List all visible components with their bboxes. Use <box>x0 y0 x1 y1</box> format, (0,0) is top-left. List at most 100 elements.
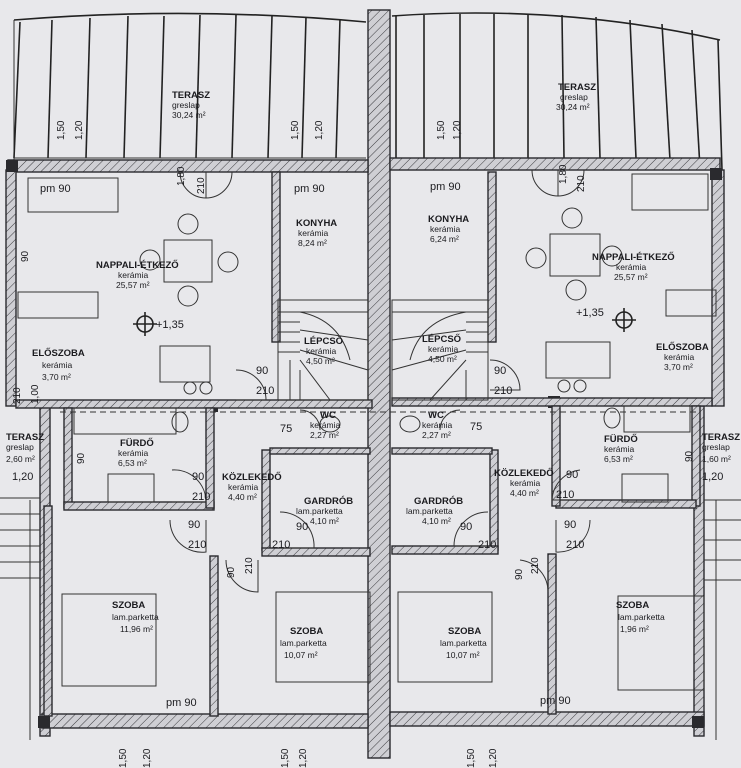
svg-text:kerámia: kerámia <box>616 262 647 272</box>
svg-text:210: 210 <box>556 489 574 501</box>
svg-text:30,24 m²: 30,24 m² <box>172 110 206 120</box>
svg-text:SZOBA: SZOBA <box>290 626 323 637</box>
left-hall-label: ELŐSZOBA kerámia 3,70 m² <box>32 347 85 382</box>
left-kitchen-label: KONYHA kerámia 8,24 m² <box>296 218 337 248</box>
svg-text:kerámia: kerámia <box>422 420 453 430</box>
svg-text:ELŐSZOBA: ELŐSZOBA <box>32 347 85 359</box>
right-kitchen-label: KONYHA kerámia 6,24 m² <box>428 214 469 244</box>
right-stairs-label: LÉPCSŐ kerámia 4,50 m² <box>422 333 461 364</box>
svg-text:TERASZ: TERASZ <box>172 90 210 101</box>
svg-text:1,20: 1,20 <box>298 748 309 768</box>
svg-text:210: 210 <box>566 539 584 551</box>
svg-text:8,24 m²: 8,24 m² <box>298 238 327 248</box>
svg-text:pm 90: pm 90 <box>294 183 325 195</box>
svg-text:greslap: greslap <box>6 442 34 452</box>
svg-text:1,50: 1,50 <box>56 120 67 140</box>
right-room-big-label: SZOBA lam.parketta 1,96 m² <box>616 600 665 634</box>
svg-text:KONYHA: KONYHA <box>296 218 337 229</box>
svg-text:90: 90 <box>564 519 576 531</box>
svg-text:1,80: 1,80 <box>176 166 187 186</box>
svg-text:kerámia: kerámia <box>428 344 459 354</box>
svg-text:10,07 m²: 10,07 m² <box>446 650 480 660</box>
left-corridor-label: KÖZLEKEDŐ kerámia 4,40 m² <box>222 471 282 502</box>
svg-text:lam.parketta: lam.parketta <box>280 638 327 648</box>
svg-text:greslap: greslap <box>172 100 200 110</box>
svg-text:4,40 m²: 4,40 m² <box>228 492 257 502</box>
svg-text:210: 210 <box>196 177 207 194</box>
svg-text:210: 210 <box>256 385 274 397</box>
svg-text:25,57 m²: 25,57 m² <box>116 280 150 290</box>
svg-text:90: 90 <box>192 471 204 483</box>
svg-text:SZOBA: SZOBA <box>616 600 649 611</box>
right-room-small-label: SZOBA lam.parketta 10,07 m² <box>440 626 487 660</box>
svg-text:pm 90: pm 90 <box>40 183 71 195</box>
left-living-label: NAPPALI-ÉTKEZŐ kerámia 25,57 m² <box>96 259 179 290</box>
svg-text:90: 90 <box>256 365 268 377</box>
svg-text:90: 90 <box>76 452 87 464</box>
svg-text:3,70 m²: 3,70 m² <box>664 362 693 372</box>
svg-text:greslap: greslap <box>560 92 588 102</box>
svg-text:90: 90 <box>460 521 472 533</box>
svg-text:kerámia: kerámia <box>118 270 149 280</box>
svg-text:ELŐSZOBA: ELŐSZOBA <box>656 341 709 353</box>
right-living-label: NAPPALI-ÉTKEZŐ kerámia 25,57 m² <box>592 251 675 282</box>
svg-text:1,50: 1,50 <box>280 748 291 768</box>
svg-text:lam.parketta: lam.parketta <box>296 506 343 516</box>
svg-text:kerámia: kerámia <box>664 352 695 362</box>
svg-text:GARDRÓB: GARDRÓB <box>304 495 353 507</box>
svg-text:KÖZLEKEDŐ: KÖZLEKEDŐ <box>494 467 554 479</box>
furniture-left <box>17 177 371 687</box>
svg-text:1,20: 1,20 <box>314 120 325 140</box>
svg-text:210: 210 <box>188 539 206 551</box>
svg-text:210: 210 <box>576 175 587 192</box>
svg-text:WC: WC <box>320 410 336 421</box>
svg-text:90: 90 <box>20 250 31 262</box>
svg-text:2,60 m²: 2,60 m² <box>6 454 35 464</box>
svg-text:1,20: 1,20 <box>452 120 463 140</box>
svg-text:kerámia: kerámia <box>430 224 461 234</box>
left-stairs-label: LÉPCSŐ kerámia 4,50 m² <box>304 335 343 366</box>
svg-text:90: 90 <box>296 521 308 533</box>
svg-text:75: 75 <box>280 423 292 435</box>
svg-text:1,20: 1,20 <box>488 748 499 768</box>
svg-text:1,20: 1,20 <box>702 471 723 483</box>
svg-text:1,96 m²: 1,96 m² <box>620 624 649 634</box>
svg-text:210: 210 <box>494 385 512 397</box>
svg-text:lam.parketta: lam.parketta <box>406 506 453 516</box>
svg-text:1,50: 1,50 <box>118 748 129 768</box>
svg-text:GARDRÓB: GARDRÓB <box>414 495 463 507</box>
svg-text:6,53 m²: 6,53 m² <box>118 458 147 468</box>
svg-text:1,20: 1,20 <box>74 120 85 140</box>
door-swings <box>169 169 591 593</box>
right-terrace-side-label: TERASZ greslap 1,60 m² <box>702 432 740 464</box>
svg-text:SZOBA: SZOBA <box>448 626 481 637</box>
svg-text:1,80: 1,80 <box>558 164 569 184</box>
right-corridor-label: KÖZLEKEDŐ kerámia 4,40 m² <box>494 467 554 498</box>
svg-text:90: 90 <box>226 566 237 578</box>
svg-text:210: 210 <box>244 557 255 574</box>
svg-text:4,50 m²: 4,50 m² <box>428 354 457 364</box>
svg-text:+1,35: +1,35 <box>156 319 184 331</box>
svg-text:kerámia: kerámia <box>298 228 329 238</box>
interior-walls <box>15 171 713 717</box>
svg-text:11,96 m²: 11,96 m² <box>120 624 153 634</box>
right-wardrobe-label: GARDRÓB lam.parketta 4,10 m² <box>406 495 463 526</box>
svg-text:SZOBA: SZOBA <box>112 600 145 611</box>
svg-text:NAPPALI-ÉTKEZŐ: NAPPALI-ÉTKEZŐ <box>592 251 675 263</box>
svg-text:greslap: greslap <box>702 442 730 452</box>
svg-text:FÜRDŐ: FÜRDŐ <box>120 437 154 449</box>
svg-text:2,27 m²: 2,27 m² <box>422 430 451 440</box>
svg-text:4,40 m²: 4,40 m² <box>510 488 539 498</box>
svg-text:1,20: 1,20 <box>142 748 153 768</box>
svg-text:lam.parketta: lam.parketta <box>112 612 159 622</box>
svg-text:1,50: 1,50 <box>466 748 477 768</box>
side-stairs-right <box>704 499 741 740</box>
pergola-left <box>13 12 367 160</box>
svg-text:210: 210 <box>478 539 496 551</box>
furniture-right <box>397 173 717 691</box>
svg-text:1,00: 1,00 <box>30 384 41 404</box>
right-hall-label: ELŐSZOBA kerámia 3,70 m² <box>656 341 709 372</box>
side-stairs-left <box>0 497 40 740</box>
left-room-small-label: SZOBA lam.parketta 10,07 m² <box>280 626 327 660</box>
